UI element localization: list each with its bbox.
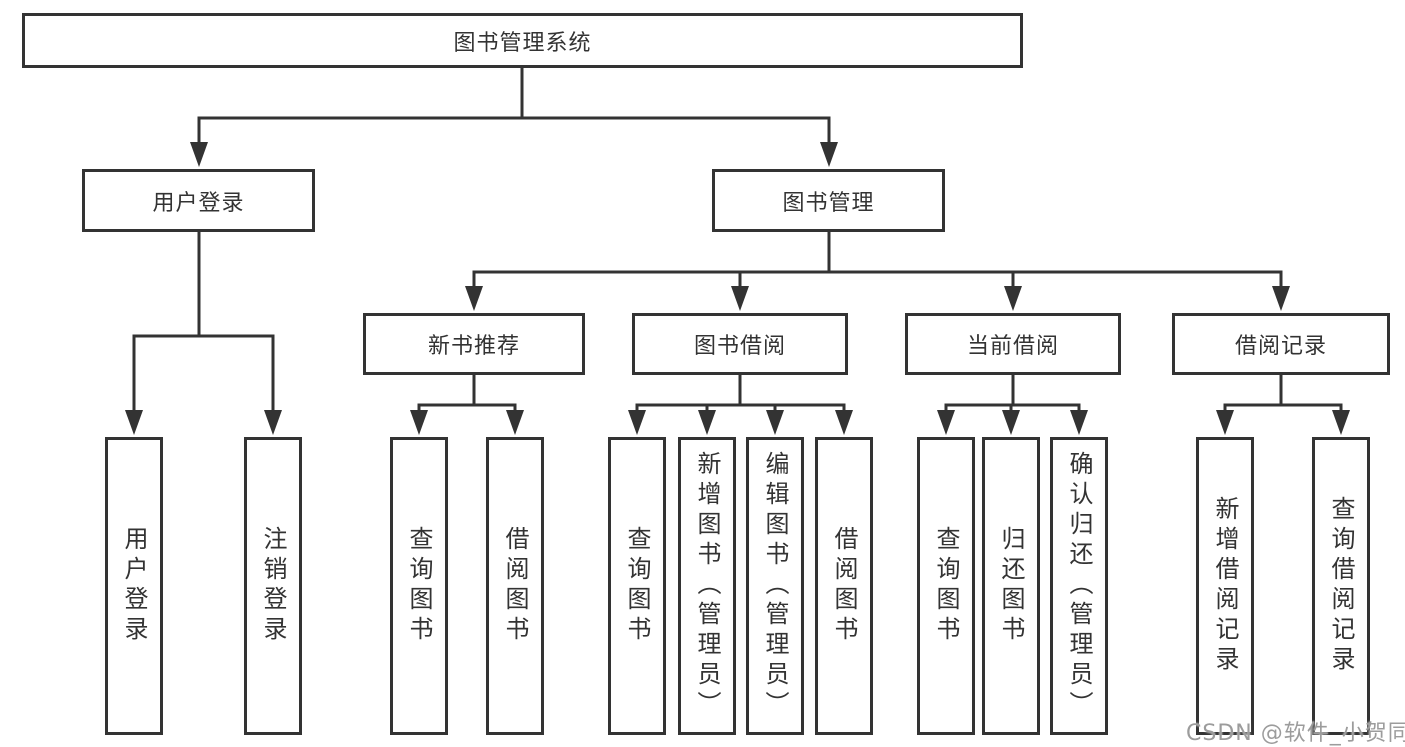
node-book-borrowing: 图书借阅 <box>632 313 848 375</box>
node-label: 图书借阅 <box>693 334 786 359</box>
leaf-label: 注销登录 <box>259 526 287 646</box>
leaf-label: 新增图书（管理员） <box>693 451 721 721</box>
leaf-logout: 注销登录 <box>244 437 302 735</box>
leaf-label: 借阅图书 <box>501 526 529 646</box>
leaf-label: 确认归还（管理员） <box>1065 451 1093 721</box>
leaf-label: 查询借阅记录 <box>1327 496 1355 676</box>
leaf-label: 查询图书 <box>405 526 433 646</box>
leaf-label: 借阅图书 <box>830 526 858 646</box>
node-label: 图书管理 <box>782 190 875 216</box>
leaf-confirm-return-admin: 确认归还（管理员） <box>1050 437 1108 735</box>
leaf-query-books-borrow: 查询图书 <box>608 437 666 735</box>
node-label: 新书推荐 <box>427 334 520 359</box>
node-library-system: 图书管理系统 <box>22 13 1023 68</box>
leaf-user-login: 用户登录 <box>105 437 163 735</box>
leaf-query-books-recommend: 查询图书 <box>390 437 448 735</box>
leaf-query-borrow-record: 查询借阅记录 <box>1312 437 1370 735</box>
csdn-watermark: CSDN @软件_小贺同学 <box>1186 721 1405 746</box>
node-borrowing-records: 借阅记录 <box>1172 313 1390 375</box>
leaf-query-books-current: 查询图书 <box>917 437 975 735</box>
node-book-management: 图书管理 <box>712 169 945 232</box>
leaf-label: 归还图书 <box>997 526 1025 646</box>
leaf-add-borrow-record: 新增借阅记录 <box>1196 437 1254 735</box>
leaf-label: 编辑图书（管理员） <box>761 451 789 721</box>
node-label: 当前借阅 <box>966 334 1059 359</box>
leaf-label: 用户登录 <box>120 526 148 646</box>
leaf-label: 新增借阅记录 <box>1211 496 1239 676</box>
node-label: 用户登录 <box>152 190 245 216</box>
leaf-borrow-books: 借阅图书 <box>815 437 873 735</box>
node-label: 借阅记录 <box>1234 334 1327 359</box>
leaf-edit-books-admin: 编辑图书（管理员） <box>746 437 804 735</box>
leaf-label: 查询图书 <box>932 526 960 646</box>
leaf-label: 查询图书 <box>623 526 651 646</box>
node-current-borrowing: 当前借阅 <box>905 313 1121 375</box>
leaf-add-books-admin: 新增图书（管理员） <box>678 437 736 735</box>
leaf-return-books: 归还图书 <box>982 437 1040 735</box>
node-user-login: 用户登录 <box>82 169 315 232</box>
leaf-borrow-books-recommend: 借阅图书 <box>486 437 544 735</box>
node-label: 图书管理系统 <box>453 30 592 56</box>
node-new-book-recommendation: 新书推荐 <box>363 313 585 375</box>
